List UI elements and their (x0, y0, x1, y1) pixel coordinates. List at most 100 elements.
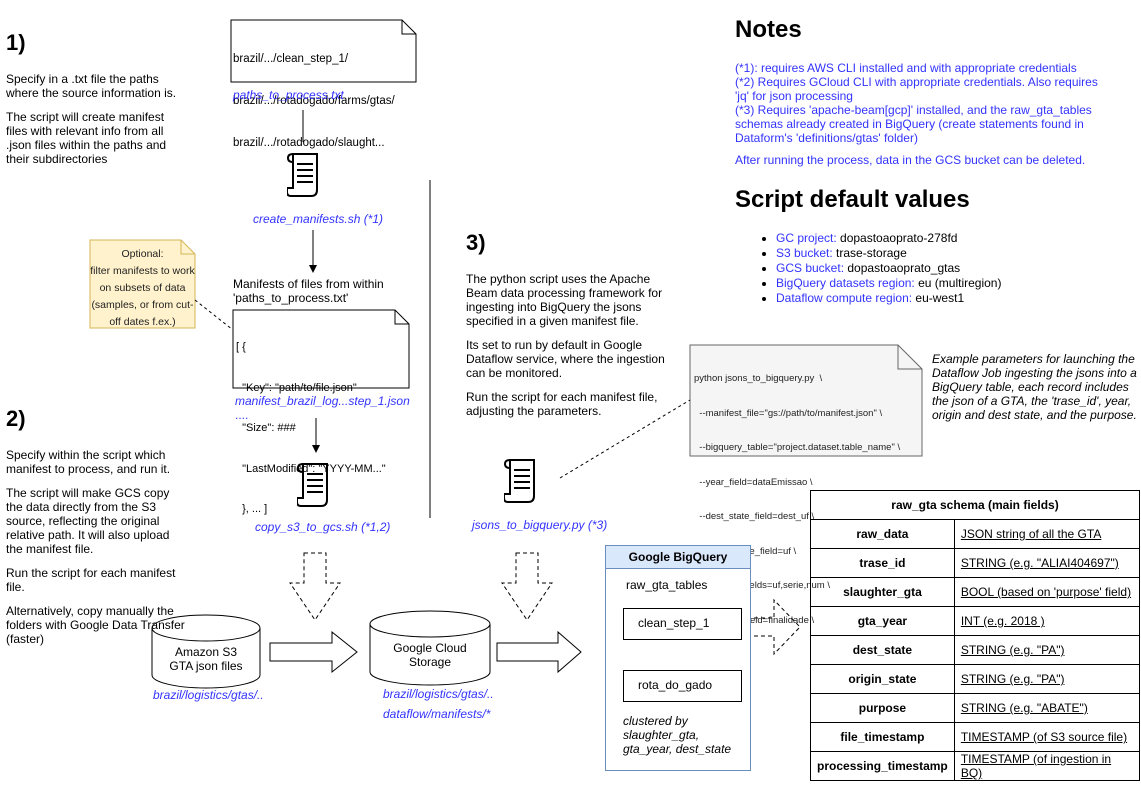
default-label: Dataflow compute region: (776, 291, 913, 305)
step3-paragraph: The python script uses the Apache Beam d… (466, 272, 663, 328)
notes-title: Notes (735, 16, 802, 43)
step3-paragraph: Its set to run by default in Google Data… (466, 338, 665, 380)
default-item: GCS bucket: dopastoaoprato_gtas (776, 261, 1001, 276)
schema-type: STRING (e.g. "ALIAI404697") (953, 548, 1141, 578)
step1-description: Specify in a .txt file the paths where t… (6, 72, 186, 176)
s3-path: brazil/logistics/gtas/.. (153, 688, 264, 702)
step2-paragraph: Specify within the script which manifest… (6, 448, 171, 476)
manifest-file-name: manifest_brazil_log...step_1.json (235, 394, 410, 408)
step2-number: 2) (6, 406, 26, 431)
schema-field: gta_year (810, 606, 955, 636)
defaults-list: GC project: dopastoaoprato-278fd S3 buck… (760, 231, 1001, 306)
optional-line: on subsets of data (99, 282, 186, 294)
optional-line: (samples, or from cut- (91, 299, 194, 311)
defaults-title: Script default values (735, 186, 970, 213)
default-item: S3 bucket: trase-storage (776, 246, 1001, 261)
manifest-line: "LastModified": "YYYY-MM..." (236, 462, 386, 475)
default-label: GC project: (776, 231, 837, 245)
s3-label-line: Amazon S3 (174, 645, 238, 659)
step3-description: The python script uses the Apache Beam d… (466, 272, 671, 428)
s3-cylinder (151, 614, 261, 689)
step2-paragraph: The script will make GCS copy the data d… (6, 486, 170, 556)
schema-field: trase_id (810, 548, 955, 578)
bigquery-dataset: raw_gta_tables (626, 578, 708, 592)
schema-field: origin_state (810, 664, 955, 694)
schema-type: STRING (e.g. "PA") (953, 664, 1141, 694)
note-line: (*2) Requires GCloud CLI with appropriat… (735, 75, 1098, 103)
schema-field: slaughter_gta (810, 577, 955, 607)
create-manifests-script-label: create_manifests.sh (*1) (253, 212, 384, 226)
default-value: eu-west1 (915, 291, 965, 305)
bigquery-panel: Google BigQuery raw_gta_tables clean_ste… (605, 545, 751, 771)
manifest-line: [ { (236, 341, 246, 353)
manifest-line: }, ... ] (236, 503, 268, 515)
s3-label-line: GTA json files (169, 659, 243, 673)
manifest-line: "Size": ### (236, 422, 296, 434)
step1-number: 1) (6, 30, 26, 55)
bigquery-table-rota-do-gado: rota_do_gado (623, 670, 742, 702)
paths-file-shape (230, 19, 417, 83)
schema-header-row: raw_gta schema (main fields) (810, 490, 1140, 520)
schema-type: JSON string of all the GTA (953, 519, 1141, 549)
schema-field: purpose (810, 693, 955, 723)
note-line: (*1): requires AWS CLI installed and wit… (735, 61, 1077, 75)
command-line: --manifest_file="gs://path/to/manifest.j… (694, 407, 883, 419)
manifest-file-shape (232, 309, 410, 389)
step1-paragraph: Specify in a .txt file the paths where t… (6, 72, 177, 100)
optional-line: Optional: (121, 248, 164, 260)
gcs-path: brazil/logistics/gtas/.. (383, 687, 494, 701)
command-line: python jsons_to_bigquery.py \ (694, 373, 823, 384)
default-label: S3 bucket: (776, 246, 833, 260)
paths-file-line: brazil/.../rotadogado/slaught... (233, 137, 385, 149)
optional-note-shape (89, 239, 196, 329)
default-value: dopastoaoprato-278fd (840, 231, 958, 245)
default-label: BigQuery datasets region: (776, 276, 915, 290)
step1-paragraph: The script will create manifest files wi… (6, 110, 167, 166)
schema-field: file_timestamp (810, 722, 955, 752)
default-value: eu (multiregion) (918, 276, 1002, 290)
schema-type: STRING (e.g. "PA") (953, 635, 1141, 665)
right-arrow-gcs-bq (496, 630, 582, 674)
default-value: trase-storage (836, 246, 907, 260)
default-value: dopastoaoprato_gtas (847, 261, 961, 275)
command-box-shape (689, 344, 923, 457)
gcs-path: dataflow/manifests/* (383, 707, 491, 721)
notes-list: (*1): requires AWS CLI installed and wit… (735, 61, 1105, 167)
bigquery-table-clean-step-1: clean_step_1 (623, 608, 742, 640)
right-arrow-s3-gcs (269, 630, 358, 674)
schema-type: STRING (e.g. "ABATE") (953, 693, 1141, 723)
script-icon (287, 153, 318, 197)
command-line: --bigquery_table="project.dataset.table_… (694, 442, 901, 453)
step3-number: 3) (466, 230, 486, 255)
schema-type: BOOL (based on 'purpose' field) (953, 577, 1141, 607)
schema-field: dest_state (810, 635, 955, 665)
optional-line: filter manifests to work (90, 265, 195, 277)
paths-file-content: brazil/.../clean_step_1/ brazil/.../rota… (233, 24, 415, 164)
gcs-label-line: Storage (408, 655, 452, 669)
paths-file-name: paths_to_process.txt (233, 88, 344, 102)
schema-field: raw_data (810, 519, 955, 549)
bigquery-cluster-note: clustered by slaughter_gta, gta_year, de… (623, 714, 732, 756)
step2-paragraph: Run the script for each manifest file. (6, 566, 176, 594)
default-item: GC project: dopastoaoprato-278fd (776, 231, 1001, 246)
manifest-content: [ { "Key": "path/to/file.json" "Size": #… (236, 314, 386, 530)
schema-type: TIMESTAMP (of ingestion in BQ) (953, 751, 1141, 781)
step2-description: Specify within the script which manifest… (6, 448, 186, 656)
schema-title: raw_gta schema (main fields) (810, 490, 1140, 520)
gcs-cylinder (369, 610, 491, 686)
gcs-label: Google Cloud Storage (370, 641, 490, 669)
manifest-caption-line: Manifests of files from within (233, 277, 384, 291)
manifest-line: "Key": "path/to/file.json" (236, 381, 357, 394)
manifest-caption-line: 'paths_to_process.txt' (233, 291, 349, 305)
bigquery-title: Google BigQuery (606, 546, 750, 569)
command-line: --year_field=dataEmissao \ (694, 476, 813, 488)
paths-file-line: brazil/.../rotadogado/farms/gtas/ (233, 95, 395, 107)
